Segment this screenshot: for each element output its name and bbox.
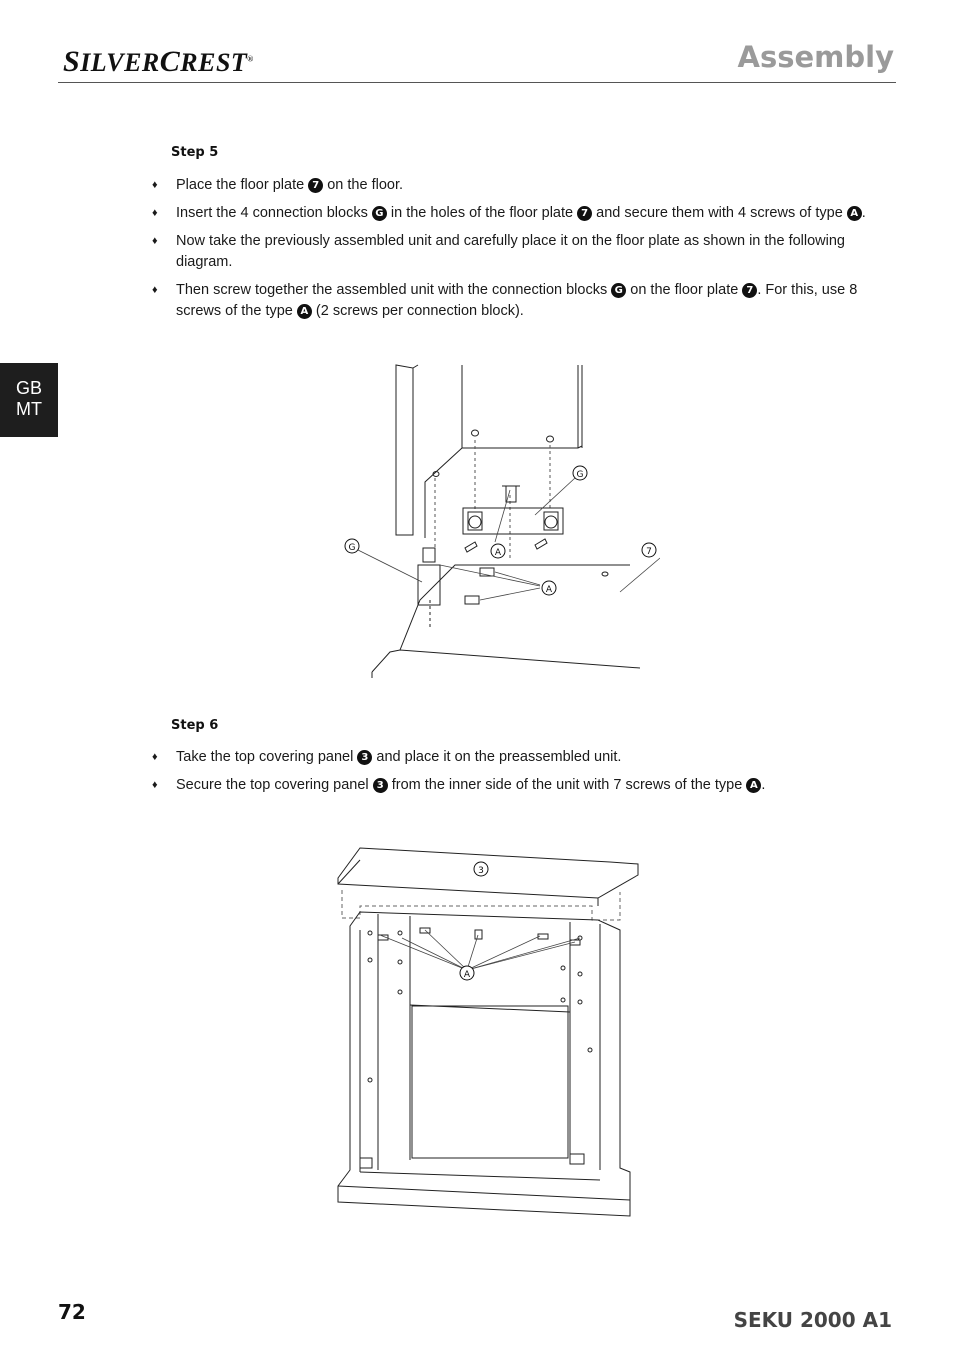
logo-letter: S bbox=[63, 45, 81, 78]
callout-g-left bbox=[344, 538, 360, 554]
callout-label: 3 bbox=[478, 866, 484, 876]
callout-label: 7 bbox=[646, 547, 652, 557]
brand-logo: SILVERCREST® bbox=[63, 45, 254, 79]
page-number: 72 bbox=[58, 1300, 86, 1324]
header-divider bbox=[58, 82, 896, 83]
callout-label: A bbox=[546, 585, 553, 595]
part-number-badge: 7 bbox=[577, 206, 593, 221]
diamond-bullet-icon: ♦ bbox=[152, 284, 158, 296]
part-letter-badge: G bbox=[611, 283, 627, 298]
part-number-badge: 7 bbox=[742, 283, 758, 298]
screws bbox=[359, 927, 585, 1169]
instruction-text: and place it on the preassembled unit. bbox=[372, 749, 622, 765]
diamond-bullet-icon: ♦ bbox=[152, 751, 158, 763]
language-code: GB bbox=[15, 378, 42, 398]
part-number-badge: 3 bbox=[357, 750, 373, 765]
logo-letters: REST bbox=[180, 48, 248, 77]
step-6-instructions: ♦ Take the top covering panel 3 and place… bbox=[150, 747, 880, 803]
instruction-text: on the floor. bbox=[323, 177, 404, 193]
alignment-guides bbox=[434, 440, 551, 560]
instruction-item: ♦ Then screw together the assembled unit … bbox=[150, 280, 880, 322]
part-letter-badge: A bbox=[296, 304, 312, 319]
part-letter-badge: A bbox=[846, 206, 862, 221]
callout-screw-top bbox=[490, 543, 506, 559]
instruction-item: ♦ Take the top covering panel 3 and place… bbox=[150, 747, 880, 768]
logo-letters: ILVER bbox=[80, 48, 160, 77]
callout-label: A bbox=[495, 548, 502, 558]
callout-plate bbox=[641, 542, 657, 558]
panel-edge bbox=[412, 364, 419, 369]
language-code: MT bbox=[16, 399, 42, 419]
step-6-heading: Step 6 bbox=[171, 718, 219, 733]
callout-lines bbox=[357, 477, 660, 601]
connection-block-center bbox=[462, 485, 564, 535]
panel-holes bbox=[432, 429, 609, 577]
callout-label: G bbox=[577, 470, 584, 480]
instruction-text: in the holes of the floor plate bbox=[386, 205, 578, 221]
instruction-text: Take the top covering panel bbox=[176, 749, 358, 765]
step-5-heading: Step 5 bbox=[171, 145, 219, 160]
instruction-text: and secure them with 4 screws of type bbox=[592, 205, 847, 221]
instruction-text: Insert the 4 connection blocks bbox=[176, 205, 372, 221]
placement-outline bbox=[341, 890, 621, 921]
screw-holes bbox=[367, 930, 593, 1083]
step-6-assembly-diagram: 3 A bbox=[337, 847, 639, 1217]
instruction-text: Place the floor plate bbox=[176, 177, 309, 193]
instruction-text: . bbox=[761, 777, 766, 793]
callout-lines bbox=[379, 929, 581, 971]
callout-g-top bbox=[572, 465, 588, 481]
connection-block-left bbox=[417, 547, 441, 628]
instruction-text: Now take the previously assembled unit a… bbox=[176, 233, 845, 270]
diamond-bullet-icon: ♦ bbox=[152, 235, 158, 247]
callout-panel bbox=[473, 861, 489, 877]
callout-label: G bbox=[349, 543, 356, 553]
model-name: SEKU 2000 A1 bbox=[733, 1308, 892, 1332]
instruction-text: . bbox=[861, 205, 866, 221]
instruction-text: on the floor plate bbox=[626, 282, 743, 298]
callout-badges: G G 7 A A bbox=[344, 465, 657, 596]
instruction-item: ♦ Secure the top covering panel 3 from th… bbox=[150, 775, 880, 796]
top-covering-panel bbox=[337, 847, 639, 906]
page-title: Assembly bbox=[737, 40, 894, 74]
registered-mark: ® bbox=[247, 54, 254, 64]
diamond-bullet-icon: ♦ bbox=[152, 207, 158, 219]
part-number-badge: 7 bbox=[308, 178, 324, 193]
screws bbox=[464, 538, 548, 605]
part-letter-badge: A bbox=[746, 778, 762, 793]
step-5-assembly-diagram: G G 7 A A bbox=[344, 364, 660, 678]
callout-label: A bbox=[464, 970, 471, 980]
panel-bottom bbox=[462, 445, 583, 449]
callout-screws bbox=[459, 965, 475, 981]
step-5-instructions: ♦ Place the floor plate 7 on the floor. ♦… bbox=[150, 175, 880, 329]
instruction-item: ♦ Now take the previously assembled unit … bbox=[150, 231, 880, 273]
diamond-bullet-icon: ♦ bbox=[152, 179, 158, 191]
diamond-bullet-icon: ♦ bbox=[152, 779, 158, 791]
floor-plate bbox=[371, 564, 641, 678]
instruction-text: from the inner side of the unit with 7 s… bbox=[387, 777, 747, 793]
part-letter-badge: G bbox=[371, 206, 387, 221]
instruction-text: (2 screws per connection block). bbox=[311, 303, 524, 319]
callout-screw-bottom bbox=[541, 580, 557, 596]
callout-badges: 3 A bbox=[459, 861, 489, 981]
instruction-text: . For this, use 8 screws of the type bbox=[176, 282, 858, 319]
side-panel-left bbox=[395, 364, 414, 536]
panel-bottom bbox=[424, 447, 463, 538]
instruction-item: ♦ Insert the 4 connection blocks G in the… bbox=[150, 203, 880, 224]
fireplace-frame bbox=[337, 911, 631, 1217]
language-tab: GB MT bbox=[0, 363, 58, 437]
logo-letter: C bbox=[159, 45, 181, 78]
instruction-item: ♦ Place the floor plate 7 on the floor. bbox=[150, 175, 880, 196]
instruction-text: Secure the top covering panel bbox=[176, 777, 373, 793]
instruction-text: Then screw together the assembled unit w… bbox=[176, 282, 612, 298]
part-number-badge: 3 bbox=[372, 778, 388, 793]
